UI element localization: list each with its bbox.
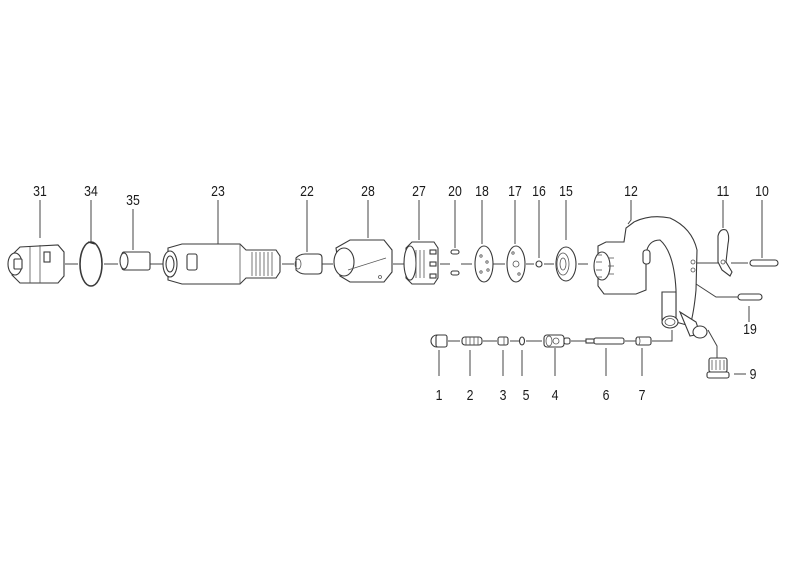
- part-27-ratchet-ring: [403, 241, 439, 285]
- part-label-20: 20: [448, 183, 462, 200]
- part-17-plate: [506, 245, 526, 283]
- part-label-34: 34: [84, 183, 98, 200]
- part-label-5: 5: [522, 387, 530, 404]
- part-label-31: 31: [33, 183, 47, 200]
- part-28-nose-housing: [333, 239, 393, 283]
- part-9-inlet-fitting: [706, 357, 730, 379]
- part-20-pins: [450, 249, 460, 276]
- part-6-valve-stem: [585, 337, 625, 345]
- part-34-retaining-ring: [79, 241, 103, 287]
- part-31-front-nut: [7, 244, 65, 284]
- part-label-15: 15: [559, 183, 573, 200]
- part-label-35: 35: [126, 192, 140, 209]
- part-label-18: 18: [475, 183, 489, 200]
- part-11-trigger: [717, 229, 733, 277]
- part-22-piston: [294, 253, 323, 275]
- part-23-cylinder: [162, 243, 281, 285]
- part-5-o-ring: [518, 336, 526, 346]
- part-label-12: 12: [624, 183, 638, 200]
- part-16-washer: [535, 260, 543, 268]
- part-label-16: 16: [532, 183, 546, 200]
- part-label-17: 17: [508, 183, 522, 200]
- part-7-bushing: [635, 336, 652, 346]
- part-label-27: 27: [412, 183, 426, 200]
- part-label-23: 23: [211, 183, 225, 200]
- part-35-bushing: [119, 251, 151, 271]
- part-label-1: 1: [435, 387, 443, 404]
- part-15-bearing: [555, 246, 577, 282]
- part-12-handle-housing: [593, 216, 708, 339]
- part-label-22: 22: [300, 183, 314, 200]
- part-1-valve-cap: [430, 334, 448, 348]
- part-10-pin: [749, 259, 779, 267]
- part-label-4: 4: [551, 387, 559, 404]
- part-label-28: 28: [361, 183, 375, 200]
- part-label-19: 19: [743, 321, 757, 338]
- part-19-pin: [737, 293, 763, 301]
- part-label-10: 10: [755, 183, 769, 200]
- leader-lines: [39, 200, 763, 376]
- part-label-11: 11: [716, 183, 730, 200]
- part-label-9: 9: [749, 366, 757, 383]
- part-18-plate: [474, 245, 494, 283]
- part-label-7: 7: [638, 387, 646, 404]
- part-label-3: 3: [499, 387, 507, 404]
- part-label-2: 2: [466, 387, 474, 404]
- part-4-valve-body: [543, 334, 571, 348]
- part-label-6: 6: [602, 387, 610, 404]
- part-2-spring: [461, 336, 483, 346]
- part-3-valve: [497, 336, 509, 346]
